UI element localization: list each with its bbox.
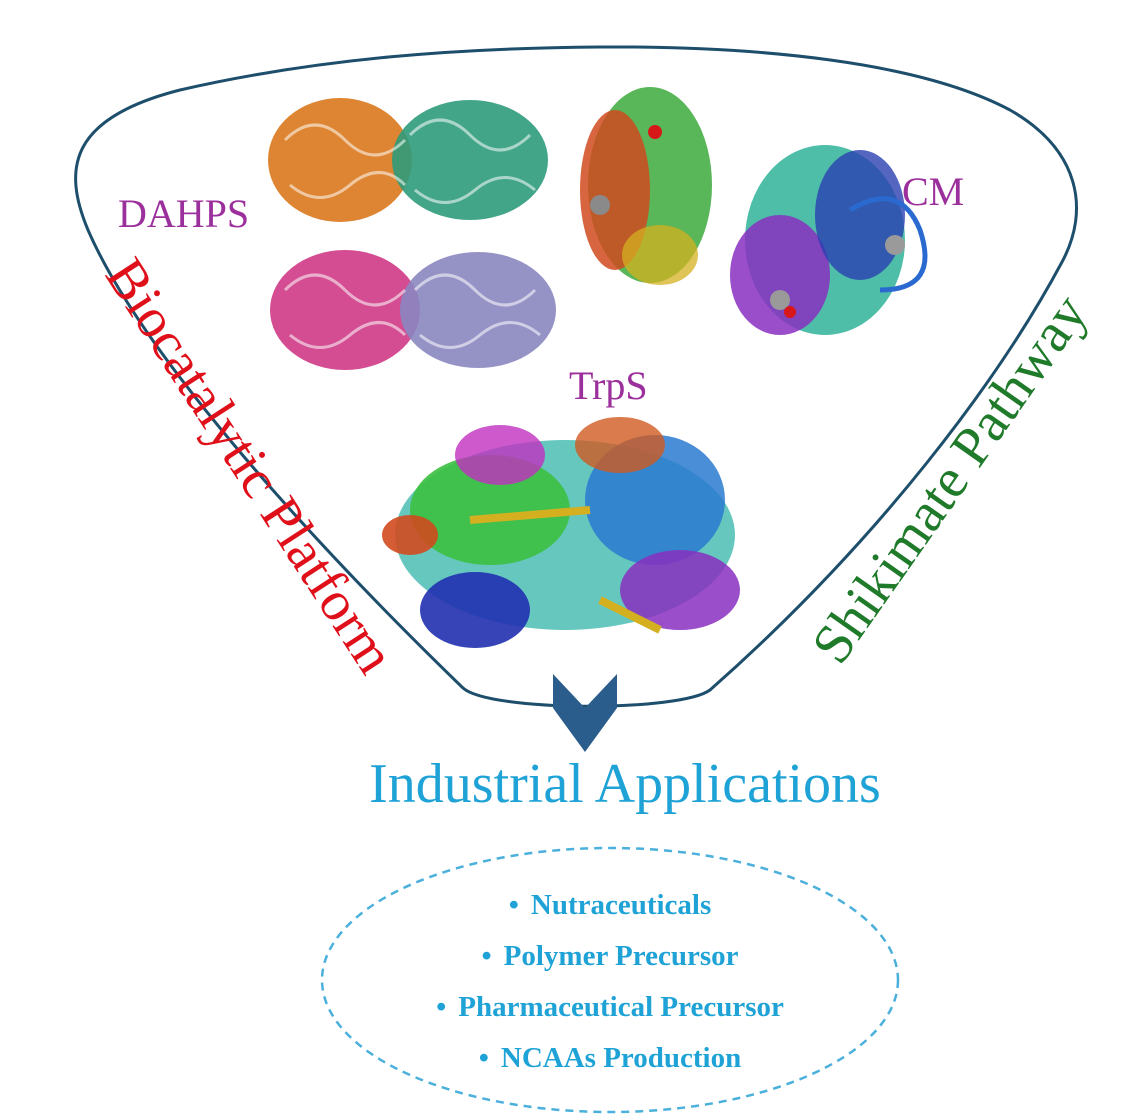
list-item: NCAAs Production (330, 1033, 890, 1084)
dahps-label: DAHPS (118, 191, 250, 236)
funnel-outline (74, 45, 1079, 708)
list-item: Pharmaceutical Precursor (330, 982, 890, 1033)
shikimate-protein-structure (580, 87, 712, 285)
cm-label: CM (902, 169, 965, 214)
applications-list: Nutraceuticals Polymer Precursor Pharmac… (330, 880, 890, 1084)
list-item: Polymer Precursor (330, 931, 890, 982)
dahps-protein-structure (268, 98, 556, 370)
trps-protein-structure (382, 417, 740, 648)
list-item: Nutraceuticals (330, 880, 890, 931)
chevron-down-arrow-icon (553, 674, 617, 752)
industrial-applications-title: Industrial Applications (369, 753, 881, 815)
applications-ellipse (320, 846, 900, 1114)
cm-protein-structure (730, 145, 928, 335)
trps-label: TrpS (569, 363, 648, 408)
